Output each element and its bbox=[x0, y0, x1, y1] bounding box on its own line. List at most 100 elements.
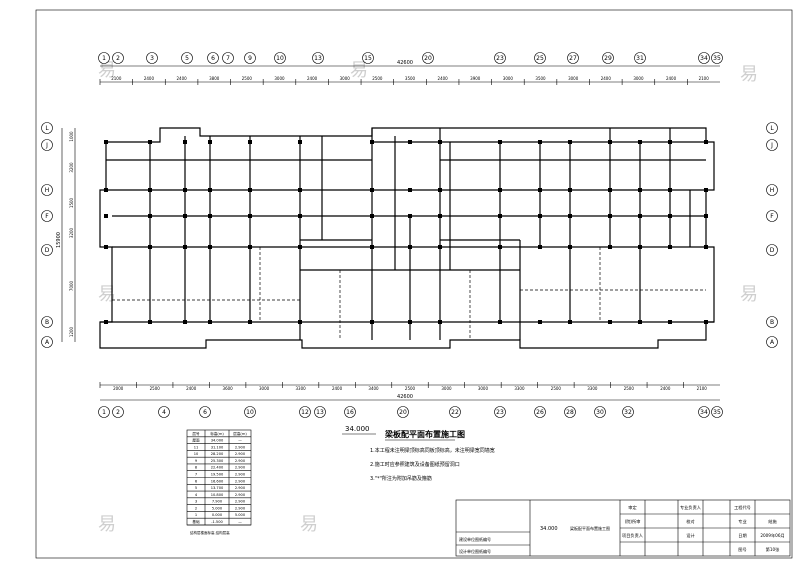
left-axis-B: B bbox=[41, 316, 53, 328]
column-mark bbox=[538, 140, 542, 144]
level-table-cell: 10.800 bbox=[211, 493, 224, 497]
bottom-axis-34: 34 bbox=[698, 406, 710, 418]
axis-label: H bbox=[770, 187, 775, 194]
title-block-cell: 日期 bbox=[738, 533, 746, 539]
column-mark bbox=[608, 320, 612, 324]
column-mark bbox=[498, 320, 502, 324]
axis-label: 22 bbox=[451, 409, 459, 416]
bottom-dim-part: 3000 bbox=[478, 386, 489, 391]
column-mark bbox=[438, 214, 442, 218]
bottom-axis-26: 26 bbox=[534, 406, 546, 418]
top-axis-5: 5 bbox=[181, 52, 193, 64]
bottom-overall-dim: 42600 bbox=[397, 394, 413, 400]
bottom-axis-12: 12 bbox=[299, 406, 311, 418]
column-mark bbox=[208, 214, 212, 218]
top-axis-25: 25 bbox=[534, 52, 546, 64]
column-mark bbox=[148, 188, 152, 192]
axis-label: L bbox=[45, 125, 49, 132]
column-mark bbox=[208, 320, 212, 324]
left-dim-part: 3200 bbox=[69, 227, 74, 238]
column-mark bbox=[370, 245, 374, 249]
column-mark bbox=[568, 140, 572, 144]
right-axis-F: F bbox=[766, 210, 778, 222]
level-table-cell: 2.900 bbox=[235, 479, 246, 483]
axis-label: J bbox=[770, 142, 773, 149]
left-dim-part: 3200 bbox=[69, 162, 74, 173]
column-mark bbox=[183, 188, 187, 192]
column-mark bbox=[438, 245, 442, 249]
column-mark bbox=[104, 188, 108, 192]
top-axis-1: 1 bbox=[98, 52, 110, 64]
axis-label: 1 bbox=[102, 55, 106, 62]
level-table-cell: 2.900 bbox=[235, 452, 246, 456]
title-block-level: 34.000 bbox=[540, 526, 558, 532]
axis-label: 26 bbox=[536, 409, 544, 416]
level-table-cell: 4 bbox=[195, 493, 198, 497]
level-table-cell: 6 bbox=[195, 479, 198, 483]
axis-label: 2 bbox=[116, 55, 120, 62]
level-table-cell: 34.000 bbox=[211, 439, 224, 443]
top-dim-part: 3000 bbox=[568, 76, 579, 81]
top-dim-part: 3000 bbox=[274, 76, 285, 81]
axis-label: 30 bbox=[596, 409, 604, 416]
axis-label: D bbox=[770, 247, 775, 254]
bottom-axis-1: 1 bbox=[98, 406, 110, 418]
title-block-cell: 2009年06月 bbox=[760, 532, 784, 539]
level-table-cell: 22.400 bbox=[211, 466, 224, 470]
top-dim-part: 3500 bbox=[535, 76, 546, 81]
axis-label: 20 bbox=[399, 409, 407, 416]
level-table-cell: 5 bbox=[195, 486, 197, 490]
level-table-header: 层高(m) bbox=[233, 431, 247, 436]
axis-label: 4 bbox=[162, 409, 166, 416]
top-dim-part: 2400 bbox=[144, 76, 155, 81]
drawing-level: 34.000 bbox=[345, 425, 370, 433]
column-mark bbox=[438, 320, 442, 324]
level-table-cell: 2.900 bbox=[235, 486, 246, 490]
level-table-cell: 9 bbox=[195, 459, 198, 463]
column-mark bbox=[298, 214, 302, 218]
bottom-axis-35: 35 bbox=[711, 406, 723, 418]
bottom-axis-2: 2 bbox=[112, 406, 124, 418]
column-mark bbox=[538, 245, 542, 249]
right-axis-A: A bbox=[766, 336, 778, 348]
bottom-axis-28: 28 bbox=[564, 406, 576, 418]
top-dim-part: 3800 bbox=[209, 76, 220, 81]
bottom-dim-part: 3300 bbox=[295, 386, 306, 391]
column-mark bbox=[704, 320, 708, 324]
bottom-axis-20: 20 bbox=[397, 406, 409, 418]
axis-label: D bbox=[45, 247, 50, 254]
axis-label: 1 bbox=[102, 409, 106, 416]
axis-label: 35 bbox=[713, 55, 721, 62]
column-mark bbox=[438, 188, 442, 192]
title-block-cell: 第10张 bbox=[766, 546, 781, 553]
structural-layout bbox=[99, 127, 715, 349]
level-table-cell: 13.700 bbox=[211, 486, 224, 490]
top-axis-15: 15 bbox=[362, 52, 374, 64]
column-mark bbox=[298, 188, 302, 192]
right-axis-L: L bbox=[766, 122, 778, 134]
column-mark bbox=[148, 140, 152, 144]
column-mark bbox=[704, 245, 708, 249]
column-mark bbox=[638, 140, 642, 144]
column-mark bbox=[298, 140, 302, 144]
column-mark bbox=[668, 245, 672, 249]
level-table-cell: 16.600 bbox=[211, 479, 224, 483]
title-block-cell: 专业负责人 bbox=[680, 504, 702, 511]
axis-label: F bbox=[45, 213, 49, 220]
column-mark bbox=[608, 245, 612, 249]
axis-label: 10 bbox=[276, 55, 284, 62]
column-mark bbox=[148, 320, 152, 324]
column-mark bbox=[438, 140, 442, 144]
note-3: 3."*"所注为附加吊筋及箍筋 bbox=[370, 475, 432, 482]
top-axis-35: 35 bbox=[711, 52, 723, 64]
axis-label: 7 bbox=[226, 55, 230, 62]
column-mark bbox=[568, 214, 572, 218]
axis-label: 13 bbox=[316, 409, 324, 416]
top-axis-7: 7 bbox=[222, 52, 234, 64]
bottom-axis-32: 32 bbox=[622, 406, 634, 418]
axis-label: 6 bbox=[203, 409, 207, 416]
axis-label: 20 bbox=[424, 55, 432, 62]
level-table-cell: 3 bbox=[195, 500, 197, 504]
